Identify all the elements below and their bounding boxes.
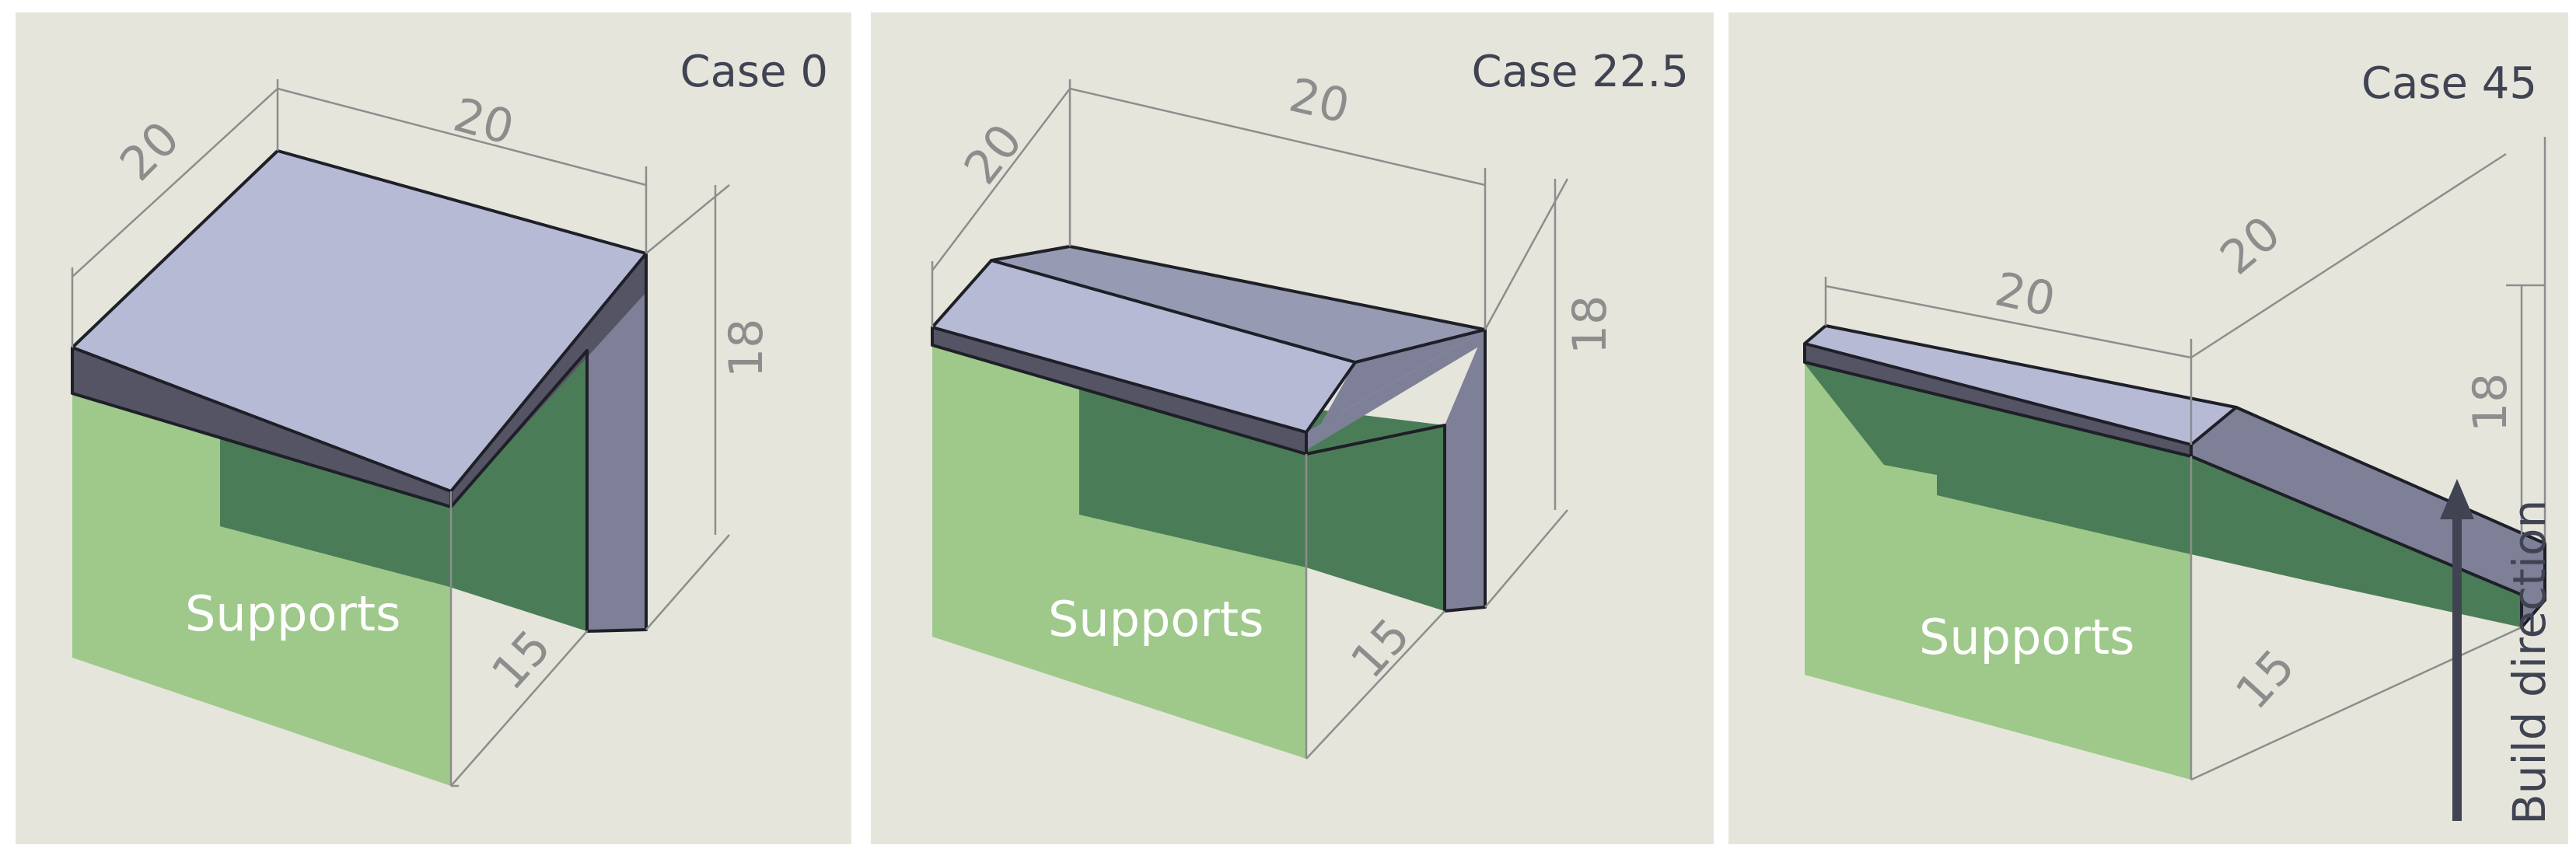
dimension-height: 18: [2463, 373, 2518, 432]
dimension-lines: [71, 79, 730, 787]
case-22-5-panel: 20 20 18 15 Case 22.5 Supports: [871, 12, 1714, 844]
support-region-shaded: [1079, 380, 1445, 611]
case-0-panel: 20 20 18 15 Case 0 Supports: [16, 12, 851, 844]
dimension-width: 20: [1991, 262, 2060, 327]
dimension-width: 20: [1285, 68, 1354, 134]
supports-label: Supports: [185, 585, 400, 642]
case-title: Case 45: [2361, 58, 2537, 109]
build-direction-label: Build direction: [2503, 500, 2556, 825]
dimension-height: 18: [1563, 295, 1617, 354]
part-side-face: [2522, 582, 2545, 627]
part-sloped-top: [991, 246, 1485, 362]
case-45-diagram: 20 20 18 15 Case 45 Supports Build direc…: [1728, 12, 2568, 844]
build-direction-arrowhead: [2440, 479, 2474, 519]
part-front-face: [1805, 344, 2191, 456]
part-front-face: [72, 347, 451, 507]
part-front-face-right: [451, 253, 646, 507]
case-22-5-diagram: 20 20 18 15 Case 22.5 Supports: [871, 12, 1714, 844]
supports-label: Supports: [1048, 591, 1264, 648]
supports-label: Supports: [1919, 609, 2134, 665]
case-45-panel: 20 20 18 15 Case 45 Supports Build direc…: [1728, 12, 2568, 844]
support-region-shaded: [1805, 364, 2522, 627]
dimension-lines: [931, 79, 1569, 759]
part-sloped-side: [1306, 330, 1485, 450]
dimension-lines: [1824, 137, 2546, 781]
part-top-face: [1805, 326, 2236, 445]
part-side-face: [587, 253, 646, 631]
part-side-upper: [1306, 330, 1485, 450]
part-front-face: [932, 327, 1306, 454]
part-top-face: [72, 151, 646, 491]
part-outline: [1803, 324, 2546, 629]
part-top-face: [932, 260, 1355, 432]
dimension-height: 18: [719, 319, 774, 378]
part-side-face: [1445, 330, 1485, 611]
case-title: Case 22.5: [1471, 47, 1689, 97]
case-title: Case 0: [680, 47, 828, 97]
case-0-diagram: 20 20 18 15 Case 0 Supports: [16, 12, 851, 844]
